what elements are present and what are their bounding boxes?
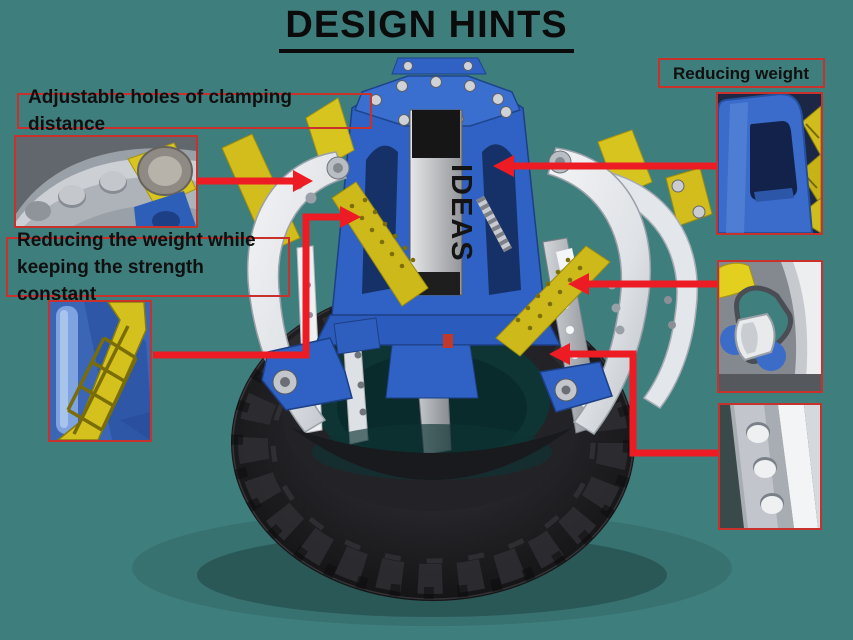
elbow-brackets (261, 337, 613, 413)
title-bar: DESIGN HINTS (0, 4, 853, 53)
callout-reduce-weight-line1: Reducing the weight while (17, 229, 256, 251)
yellow-linkages (221, 97, 713, 357)
callout-adjustable-holes: Adjustable holes of clamping distance (17, 87, 372, 135)
inset-holes-row-closeup (718, 403, 822, 530)
arrowhead-adjustable-holes (293, 170, 313, 192)
callout-adjustable-holes-label: Adjustable holes of clamping distance (28, 87, 292, 135)
callout-reduce-weight-line2: keeping the strength constant (17, 256, 204, 305)
callout-reducing-weight: Reducing weight (658, 58, 825, 88)
arrowhead-triangle-hole (568, 273, 589, 295)
ideas-label-strip: IDEAS (409, 109, 477, 296)
inset-blue-arm-cutout-closeup (716, 92, 823, 235)
inset-triangle-hole-closeup (717, 260, 823, 393)
arrow-holes-row (568, 350, 718, 457)
ideas-label: IDEAS (445, 164, 477, 263)
inset-lattice-truss-closeup (48, 300, 152, 442)
gripper-arm-rear-right (595, 169, 698, 409)
arrowhead-reduce-weight-strength (340, 206, 361, 228)
inset-adjustable-holes-closeup (14, 135, 198, 228)
tire-inner-lip (292, 424, 572, 480)
callout-reduce-weight-strength: Reducing the weight while keeping the st… (6, 230, 290, 305)
callout-reducing-weight-label: Reducing weight (673, 63, 809, 83)
arrowhead-holes-row (549, 343, 570, 365)
arrowhead-reducing-weight (493, 155, 514, 177)
arrow-reduce-weight-strength (153, 213, 342, 359)
page-title: DESIGN HINTS (279, 4, 574, 53)
